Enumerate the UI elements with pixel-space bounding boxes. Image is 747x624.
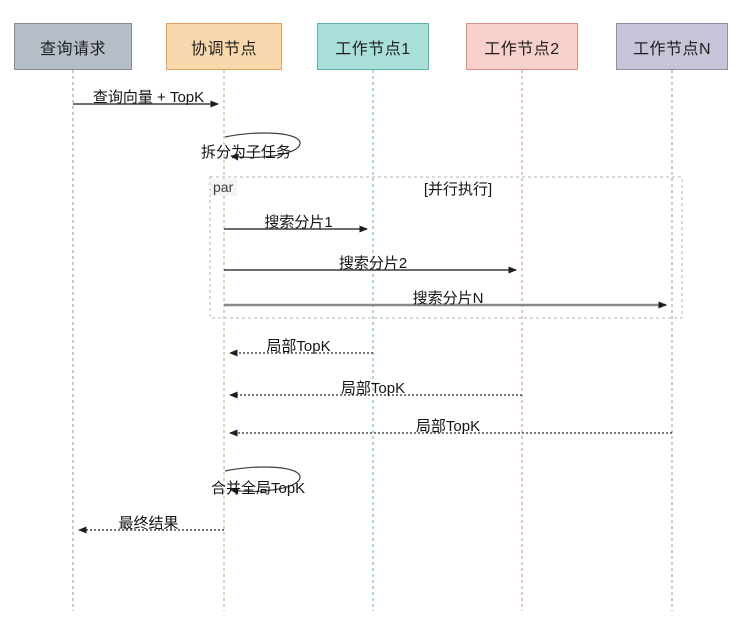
par-operator-label: par bbox=[211, 179, 238, 196]
actor-worker1: 工作节点1 bbox=[317, 23, 429, 70]
par-condition-label: [并行执行] bbox=[423, 181, 493, 198]
actor-workerN: 工作节点N bbox=[616, 23, 728, 70]
actor-worker1-label: 工作节点1 bbox=[335, 40, 411, 58]
actor-worker2-label: 工作节点2 bbox=[484, 40, 560, 58]
actor-coordinator: 协调节点 bbox=[166, 23, 282, 70]
arrow-self-split-subtasks bbox=[224, 132, 301, 161]
actor-workerN-label: 工作节点N bbox=[632, 40, 712, 58]
actor-query-request: 查询请求 bbox=[14, 23, 132, 70]
actor-worker2: 工作节点2 bbox=[466, 23, 578, 70]
actor-query-request-label: 查询请求 bbox=[39, 40, 106, 58]
arrow-self-merge-global-topk bbox=[224, 466, 301, 495]
actor-coordinator-label: 协调节点 bbox=[190, 40, 257, 58]
par-fragment-frame bbox=[209, 176, 683, 319]
